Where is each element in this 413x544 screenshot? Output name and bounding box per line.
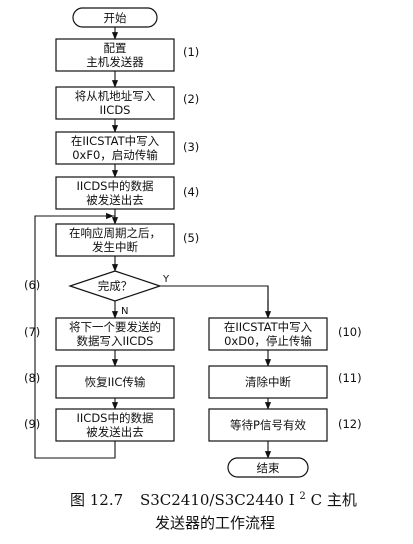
- yes-label: Y: [162, 274, 170, 285]
- step-box-10: [208, 317, 328, 351]
- step-number-6: (6): [24, 278, 40, 292]
- step-12-text-line-1: 等待P信号有效: [230, 418, 306, 432]
- step-box-3: [55, 131, 175, 165]
- step-5-text-line-1: 在响应周期之后，: [69, 226, 161, 240]
- step-11-text-line-1: 清除中断: [245, 375, 291, 389]
- step-4-text-line-2: 被发送出去: [86, 193, 144, 207]
- step-10-text-line-2: 0xD0，停止传输: [224, 334, 312, 348]
- step-number-4: (4): [183, 185, 199, 199]
- caption-line-1: 图 12.7 S3C2410/S3C2440 I 2 C 主机: [70, 485, 357, 509]
- step-number-12: (12): [338, 417, 362, 431]
- step-number-10: (10): [338, 325, 362, 339]
- step-box-8: [55, 365, 175, 399]
- caption-title-part-b: C 主机: [311, 491, 357, 509]
- end-label: 结束: [257, 461, 280, 475]
- step-box-11: [208, 365, 328, 399]
- step-numbers: (1) (2) (3) (4) (5) (6) (7) (8) (9) (10) (11) (12): [24, 45, 362, 431]
- step-box-1: [55, 38, 175, 72]
- caption-title-part-a: S3C2410/S3C2440 I: [140, 491, 295, 509]
- step-number-8: (8): [24, 371, 40, 385]
- yes-branch-line: [160, 285, 269, 316]
- step-3-text-line-1: 在IICSTAT中写入: [71, 134, 160, 148]
- step-10-text-line-1: 在IICSTAT中写入: [224, 320, 313, 334]
- step-1-text-line-1: 配置: [104, 41, 127, 55]
- step-number-2: (2): [183, 92, 199, 106]
- step-4-text-line-1: IICDS中的数据: [77, 179, 154, 193]
- start-label: 开始: [104, 11, 127, 25]
- start-terminal: [72, 7, 158, 28]
- end-terminal: [227, 457, 309, 478]
- step-number-11: (11): [338, 371, 362, 385]
- caption: 图 12.7 S3C2410/S3C2440 I 2 C 主机 发送器的工作流程: [70, 485, 357, 532]
- step-5-text-line-2: 发生中断: [92, 240, 138, 254]
- step-box-12: [208, 408, 328, 442]
- step-box-9: [55, 408, 175, 442]
- step-number-1: (1): [183, 45, 199, 59]
- step-box-7: [55, 317, 175, 351]
- step-2-text-line-1: 将从机地址写入: [75, 89, 156, 103]
- step-9-text-line-1: IICDS中的数据: [77, 411, 154, 425]
- step-number-5: (5): [183, 231, 199, 245]
- step-2-text-line-2: IICDS: [100, 103, 131, 117]
- no-label: N: [121, 306, 128, 317]
- step-number-7: (7): [24, 325, 40, 339]
- decision-diamond: [68, 270, 162, 302]
- step-box-2: [55, 86, 175, 120]
- caption-figure-number: 图 12.7: [70, 491, 123, 509]
- caption-superscript: 2: [299, 491, 305, 502]
- step-8-text-line-1: 恢复IIC传输: [85, 375, 146, 389]
- caption-line-2: 发送器的工作流程: [155, 514, 275, 532]
- step-number-9: (9): [24, 417, 40, 431]
- step-box-4: [55, 176, 175, 210]
- step-7-text-line-1: 将下一个要发送的: [69, 320, 161, 334]
- step-box-5: [55, 223, 175, 257]
- step-9-text-line-2: 被发送出去: [86, 425, 144, 439]
- step-1-text-line-2: 主机发送器: [86, 55, 144, 69]
- step-7-text-line-2: 数据写入IICDS: [77, 334, 154, 348]
- step-number-3: (3): [183, 140, 199, 154]
- step-boxes: 配置主机发送器将从机地址写入IICDS在IICSTAT中写入0xF0，启动传输I…: [55, 38, 328, 442]
- decision-label: 完成？: [98, 279, 133, 293]
- step-3-text-line-2: 0xF0，启动传输: [72, 148, 158, 162]
